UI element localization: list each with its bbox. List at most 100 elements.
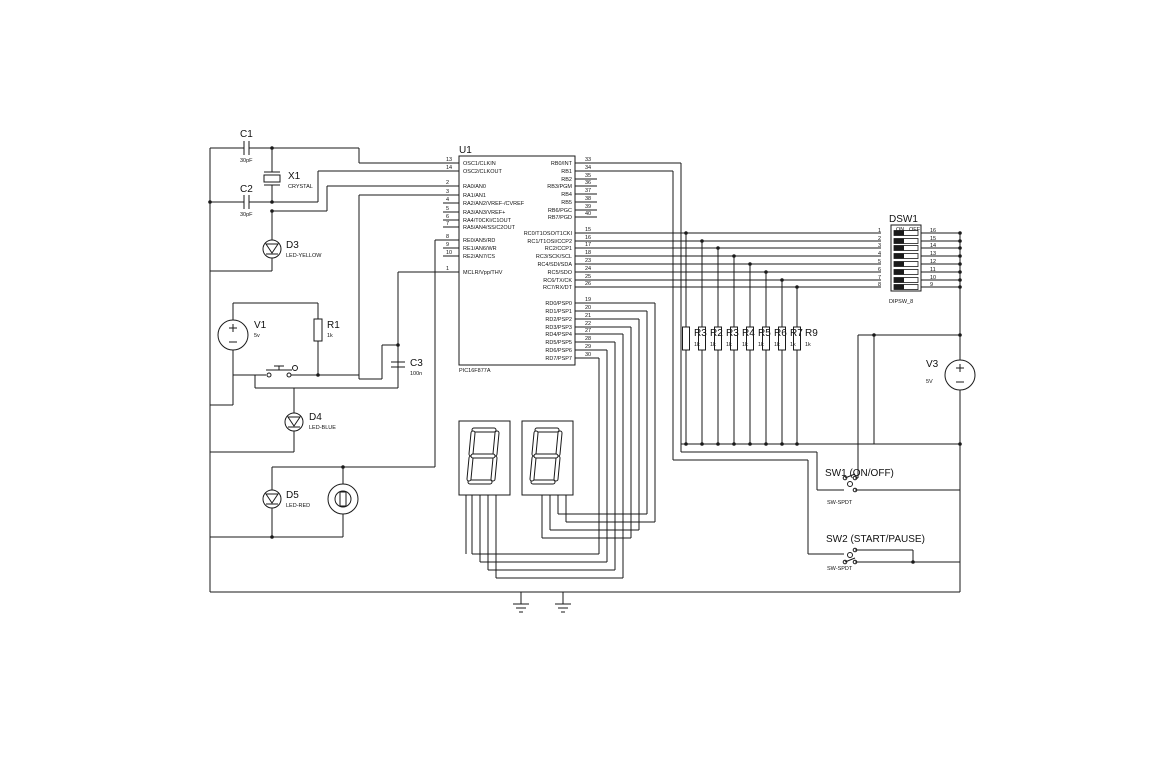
u1-pin-name: RD7/PSP7 (545, 356, 572, 362)
u1-pin-name: RC6/TX/CK (543, 278, 572, 284)
u1-pin-name: RC1/T1OSI/CCP2 (527, 239, 572, 245)
u1-pin-name: RC2/CCP1 (545, 246, 572, 252)
u1-pin-number: 6 (446, 214, 449, 220)
resistor-body (682, 326, 690, 351)
buzzer (327, 483, 359, 515)
c3-ref: C3 (410, 358, 423, 369)
c1-value: 30pF (240, 158, 253, 164)
r1-ref: R1 (327, 320, 340, 331)
u1-pin-name: RC0/T1OSO/T1CKI (524, 231, 573, 237)
u1-pin-name: RB0/INT (551, 161, 573, 167)
u1-left-pins: 13OSC1/CLKIN14OSC2/CLKOUT2RA0/AN03RA1/AN… (443, 157, 525, 276)
resistor-value: 1k (805, 342, 811, 348)
resistor-ref: R4 (742, 328, 755, 339)
u1-pin-name: OSC1/CLKIN (463, 161, 496, 167)
u1-pin-name: RD5/PSP5 (545, 340, 572, 346)
dsw1-off-label: OFF (909, 227, 921, 233)
x1-value: CRYSTAL (288, 184, 313, 190)
dsw1-pin-number: 15 (930, 236, 936, 242)
d3-value: LED-YELLOW (286, 253, 322, 259)
d4-value: LED-BLUE (309, 425, 336, 431)
resistor-value: 1k (758, 342, 764, 348)
dsw1-pin-number: 11 (930, 267, 936, 273)
u1-pin-number: 38 (585, 196, 591, 202)
d3-ref: D3 (286, 240, 299, 251)
u1-pin-number: 15 (585, 227, 591, 233)
u1-pin-number: 28 (585, 336, 591, 342)
u1-pin-number: 27 (585, 328, 591, 334)
u1-pin-name: RB3/PGM (547, 184, 572, 190)
d4-ref: D4 (309, 412, 322, 423)
dsw1-pin-number: 14 (930, 243, 936, 249)
u1-pin-name: RE1/AN6/WR (463, 246, 497, 252)
ground-rail (210, 591, 960, 613)
v3-supply: V3 5V (681, 234, 976, 592)
oscillator-section: C1 30pF X1 CRYSTAL C2 30pF (208, 129, 459, 592)
dsw1-pin-number: 16 (930, 228, 936, 234)
u1-pin-name: RA4/T0CKI/C1OUT (463, 218, 512, 224)
u1-pin-name: RC7/RX/DT (543, 285, 573, 291)
c3-value: 100n (410, 371, 422, 377)
dsw1-pin-number: 7 (878, 275, 881, 281)
x1-body (263, 174, 281, 183)
u1-pin-name: RA0/AN0 (463, 184, 486, 190)
u1-pin-name: RA3/AN3/VREF+ (463, 210, 505, 216)
sw1-on-off: SW1 (ON/OFF) SW-SPDT (825, 468, 960, 506)
u1-pin-number: 7 (446, 221, 449, 227)
x1-ref: X1 (288, 171, 301, 182)
v3-value: 5V (926, 379, 933, 385)
u1-pin-number: 1 (446, 266, 449, 272)
u1-pin-number: 26 (585, 281, 591, 287)
u1-pin-number: 25 (585, 274, 591, 280)
u1-pin-name: RD3/PSP3 (545, 325, 572, 331)
u1-pin-number: 3 (446, 189, 449, 195)
u1-pin-number: 4 (446, 197, 449, 203)
u1-pin-number: 37 (585, 188, 591, 194)
display-2 (521, 420, 574, 496)
sw1-value: SW-SPDT (827, 500, 853, 506)
c1-ref: C1 (240, 129, 253, 140)
resistor-ref: R2 (710, 328, 723, 339)
display-1 (458, 420, 511, 496)
u1-pin-number: 14 (446, 165, 452, 171)
dsw1-pin-number: 1 (878, 228, 881, 234)
v1-value: 5v (254, 333, 260, 339)
u1-pin-number: 17 (585, 242, 591, 248)
u1-pin-name: RE0/AN5/RD (463, 238, 495, 244)
u1-part: PIC16F877A (459, 368, 491, 374)
dsw1-pin-number: 12 (930, 259, 936, 265)
u1-pin-name: RB7/PGD (548, 215, 572, 221)
u1-pin-number: 13 (446, 157, 452, 163)
dsw1-pin-number: 5 (878, 259, 881, 265)
u1-microcontroller: U1 PIC16F877A (458, 145, 576, 374)
u1-ref: U1 (459, 145, 472, 156)
u1-pin-number: 22 (585, 321, 591, 327)
d4-led-blue: D4 LED-BLUE (210, 388, 336, 453)
u1-pin-number: 5 (446, 206, 449, 212)
u1-pin-number: 29 (585, 344, 591, 350)
u1-pin-name: RB4 (561, 192, 572, 198)
sw2-ref: SW2 (START/PAUSE) (826, 534, 925, 545)
u1-pin-name: RD1/PSP1 (545, 309, 572, 315)
u1-pin-name: RC3/SCK/SCL (536, 254, 572, 260)
u1-pin-name: RE2/AN7/CS (463, 254, 495, 260)
resistor-ref: R3 (694, 328, 707, 339)
dsw1-pin-number: 10 (930, 275, 936, 281)
resistor-value: 1k (710, 342, 716, 348)
d3-led-yellow: D3 LED-YELLOW (210, 211, 322, 272)
u1-pin-name: RD6/PSP6 (545, 348, 572, 354)
u1-pin-number: 35 (585, 173, 591, 179)
dsw1-pin-number: 3 (878, 243, 881, 249)
sw2-start-pause: SW2 (START/PAUSE) SW-SPDT (826, 534, 960, 572)
resistor-value: 1k (774, 342, 780, 348)
u1-pin-number: 23 (585, 258, 591, 264)
u1-pin-number: 39 (585, 204, 591, 210)
u1-pin-number: 36 (585, 180, 591, 186)
d5-led-red-buzzer: D5 LED-RED (210, 239, 459, 539)
c2-value: 30pF (240, 212, 253, 218)
u1-pin-number: 8 (446, 234, 449, 240)
